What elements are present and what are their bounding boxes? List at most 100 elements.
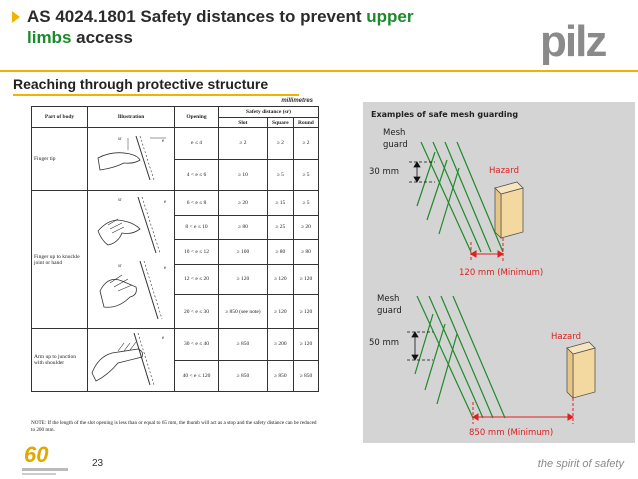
col-safety-header: Safety distance (sr) <box>218 106 319 118</box>
slot-cell: ≥ 120 <box>218 263 268 296</box>
round-cell: ≥ 120 <box>292 263 320 296</box>
mesh-diagram <box>407 141 596 424</box>
footer-slogan: the spirit of safety <box>537 458 624 470</box>
col-round-header: Round <box>292 117 320 128</box>
square-cell: ≥ 80 <box>266 239 294 265</box>
hand-illustration: sr e sr e <box>87 190 175 329</box>
col-illustration-header: Illustration <box>87 106 175 128</box>
square-cell: ≥ 200 <box>266 328 294 361</box>
anniversary-badge: 60 <box>18 440 74 478</box>
slot-cell: ≥ 2 <box>218 127 268 160</box>
col-opening-header: Opening <box>174 106 219 128</box>
table-row: 40 < e ≤ 120 ≥ 850 ≥ 850 ≥ 850 <box>32 359 320 392</box>
round-cell: ≥ 850 <box>292 359 320 392</box>
top-mesh-label-2: guard <box>383 140 408 150</box>
slot-cell: ≥ 100 <box>218 239 268 265</box>
bottom-gap-label: 50 mm <box>369 338 400 348</box>
bottom-gap-dimension <box>407 331 433 361</box>
slot-cell: ≥ 80 <box>218 214 268 241</box>
top-distance-label: 120 mm (Minimum) <box>459 268 544 278</box>
subtitle-underline <box>13 94 299 96</box>
round-cell: ≥ 5 <box>292 190 320 216</box>
panel-title: Examples of safe mesh guarding <box>371 110 519 119</box>
bottom-distance-arrow <box>472 398 574 424</box>
page-title: AS 4024.1801 Safety distances to prevent… <box>27 6 497 48</box>
top-gap-label: 30 mm <box>369 167 400 177</box>
table-row: 4 < e ≤ 6 ≥ 10 ≥ 5 ≥ 5 <box>32 158 320 191</box>
bottom-mesh-guard <box>414 295 506 419</box>
round-cell: ≥ 5 <box>292 158 320 191</box>
square-cell: ≥ 2 <box>266 127 294 160</box>
bottom-mesh-label-2: guard <box>377 306 402 316</box>
table-row: Finger up to knuckle joint or hand sr e … <box>31 190 320 329</box>
round-cell: ≥ 20 <box>292 214 320 241</box>
logo-text: pilz <box>540 17 607 66</box>
bottom-hazard-label: Hazard <box>551 332 582 342</box>
bottom-mesh-label-1: Mesh <box>377 294 400 304</box>
top-hazard-label: Hazard <box>489 166 520 176</box>
units-label: millimetres <box>281 98 313 104</box>
slot-cell: ≥ 850 (see note) <box>218 294 268 329</box>
title-text-part1: AS 4024.1801 Safety distances to prevent <box>27 7 367 26</box>
opening-cell: 6 < e ≤ 8 <box>174 190 219 216</box>
bottom-distance-label: 850 mm (Minimum) <box>469 428 554 438</box>
square-cell: ≥ 15 <box>266 190 294 216</box>
slot-cell: ≥ 10 <box>218 158 268 191</box>
slot-cell: ≥ 850 <box>218 328 268 361</box>
col-slot-header: Slot <box>218 117 268 128</box>
title-highlight-limbs: limbs <box>27 28 72 47</box>
opening-cell: 12 < e ≤ 20 <box>174 263 219 296</box>
top-gap-dimension <box>409 161 435 183</box>
square-cell: ≥ 120 <box>266 263 294 296</box>
table-row: Finger tip e sr e ≤ 4 ≥ 2 ≥ 2 ≥ 2 <box>31 127 320 191</box>
badge-number: 60 <box>24 442 49 467</box>
table-row: 8 < e ≤ 10 ≥ 80 ≥ 25 ≥ 20 <box>32 214 320 241</box>
col-square-header: Square <box>266 117 294 128</box>
col-part-header: Part of body <box>31 106 88 128</box>
svg-text:sr: sr <box>118 264 122 269</box>
opening-cell: 10 < e ≤ 12 <box>174 239 219 265</box>
round-cell: ≥ 2 <box>292 127 320 160</box>
finger-tip-illustration: e sr <box>87 127 175 191</box>
safety-distance-table: Part of body Illustration Opening Safety… <box>31 106 320 392</box>
slot-cell: ≥ 20 <box>218 190 268 216</box>
square-cell: ≥ 120 <box>266 294 294 329</box>
bottom-hazard-box <box>566 341 596 399</box>
top-hazard-box <box>494 181 524 239</box>
page-number: 23 <box>92 458 104 469</box>
svg-text:sr: sr <box>118 198 122 203</box>
title-text-part2: access <box>71 28 133 47</box>
round-cell: ≥ 120 <box>292 294 320 329</box>
svg-text:e: e <box>164 200 167 205</box>
safety-distance-table-area: millimetres Part of body Illustration Op… <box>31 98 320 438</box>
table-note: NOTE: If the length of the slot opening … <box>31 420 317 433</box>
svg-text:e: e <box>162 336 165 341</box>
slot-cell: ≥ 850 <box>218 359 268 392</box>
opening-cell: 8 < e ≤ 10 <box>174 214 219 241</box>
top-mesh-guard <box>416 141 504 253</box>
opening-cell: 40 < e ≤ 120 <box>174 359 219 392</box>
header-divider <box>0 70 638 72</box>
top-distance-arrow <box>470 238 504 262</box>
opening-cell: 30 < e ≤ 40 <box>174 328 219 361</box>
part-cell: Arm up to junction with shoulder <box>31 328 88 392</box>
opening-cell: e ≤ 4 <box>174 127 219 160</box>
round-cell: ≥ 80 <box>292 239 320 265</box>
round-cell: ≥ 120 <box>292 328 320 361</box>
part-cell: Finger tip <box>31 127 88 191</box>
opening-cell: 20 < e ≤ 30 <box>174 294 219 329</box>
svg-text:e: e <box>164 266 167 271</box>
title-highlight-upper: upper <box>366 7 414 26</box>
square-cell: ≥ 850 <box>266 359 294 392</box>
table-row: Arm up to junction with shoulder e 30 < … <box>31 328 320 392</box>
square-cell: ≥ 5 <box>266 158 294 191</box>
pilz-logo: pilz <box>540 18 624 66</box>
title-bullet-icon <box>12 11 20 23</box>
svg-text:sr: sr <box>118 137 122 142</box>
top-mesh-label-1: Mesh <box>383 128 406 138</box>
part-cell: Finger up to knuckle joint or hand <box>31 190 88 329</box>
section-subtitle: Reaching through protective structure <box>13 76 269 92</box>
arm-illustration: e <box>87 328 175 392</box>
table-row: 20 < e ≤ 30 ≥ 850 (see note) ≥ 120 ≥ 120 <box>32 294 320 329</box>
svg-text:e: e <box>162 139 165 144</box>
